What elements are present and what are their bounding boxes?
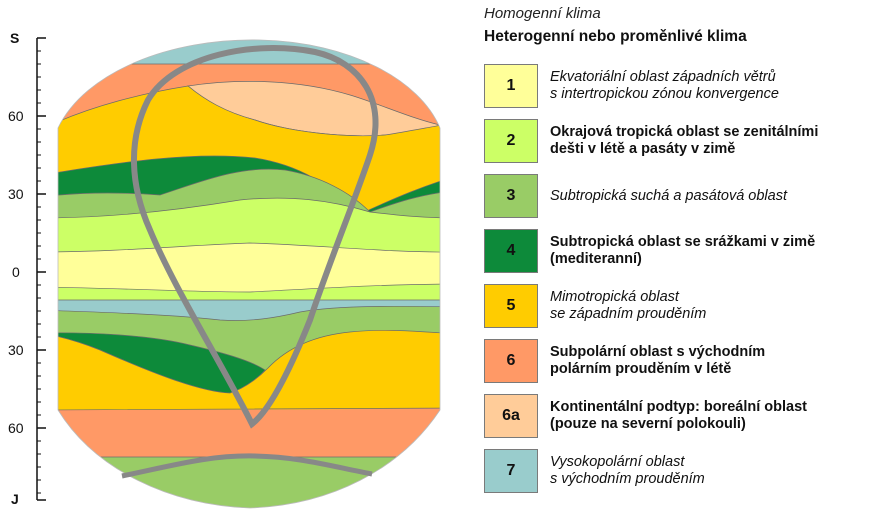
- axis-label-30s: 30: [8, 342, 24, 358]
- latitude-axis: S 60 30 0 30 60 J: [8, 30, 46, 507]
- zone-5-south: [58, 329, 440, 413]
- globe: [58, 39, 440, 509]
- legend-swatch: 3: [484, 174, 538, 218]
- legend-item: 6 Subpolární oblast s východním polárním…: [478, 336, 869, 386]
- legend-swatch: 1: [484, 64, 538, 108]
- legend-text: Subpolární oblast s východním polárním p…: [550, 344, 766, 377]
- axis-label-equator: 0: [12, 264, 20, 280]
- legend-text: Subtropická suchá a pasátová oblast: [550, 187, 787, 204]
- legend-swatch: 6: [484, 339, 538, 383]
- legend: Homogenní klima Heterogenní nebo proměnl…: [478, 0, 869, 522]
- legend-text: Subtropická oblast se srážkami v zimě (m…: [550, 234, 816, 267]
- legend-text: Okrajová tropická oblast se zenitálními …: [550, 124, 819, 157]
- legend-item: 1 Ekvatoriální oblast západních větrů s …: [478, 61, 869, 111]
- legend-item: 5 Mimotropická oblast se západním proudě…: [478, 281, 869, 331]
- legend-item: 7 Vysokopolární oblast s východním proud…: [478, 446, 869, 496]
- continental-outline: [131, 45, 379, 429]
- legend-text: Kontinentální podtyp: boreální oblast (p…: [550, 399, 807, 432]
- antarctic-line: [121, 453, 373, 479]
- legend-item: 4 Subtropická oblast se srážkami v zimě …: [478, 226, 869, 276]
- legend-swatch: 6a: [484, 394, 538, 438]
- legend-text: Mimotropická oblast se západním proudění…: [550, 289, 707, 322]
- axis-label-north: S: [10, 30, 19, 46]
- legend-swatch: 4: [484, 229, 538, 273]
- climate-zones-diagram: S 60 30 0 30 60 J: [8, 30, 441, 509]
- axis-label-60n: 60: [8, 108, 24, 124]
- axis-label-south: J: [11, 491, 19, 507]
- legend-item: 2 Okrajová tropická oblast se zenitálním…: [478, 116, 869, 166]
- zone-1-equatorial: [58, 242, 440, 293]
- legend-item: 6a Kontinentální podtyp: boreální oblast…: [478, 391, 869, 441]
- legend-text: Ekvatoriální oblast západních větrů s in…: [550, 69, 779, 102]
- legend-text: Vysokopolární oblast s východním prouděn…: [550, 454, 705, 487]
- axis-label-30n: 30: [8, 186, 24, 202]
- legend-swatch: 5: [484, 284, 538, 328]
- legend-header-heterogeneous: Heterogenní nebo proměnlivé klima: [484, 28, 747, 45]
- globe-outline: [57, 39, 441, 509]
- legend-swatch: 7: [484, 449, 538, 493]
- legend-swatch: 2: [484, 119, 538, 163]
- axis-label-60s: 60: [8, 420, 24, 436]
- legend-item: 3 Subtropická suchá a pasátová oblast: [478, 171, 869, 221]
- legend-header-homogeneous: Homogenní klima: [484, 5, 601, 22]
